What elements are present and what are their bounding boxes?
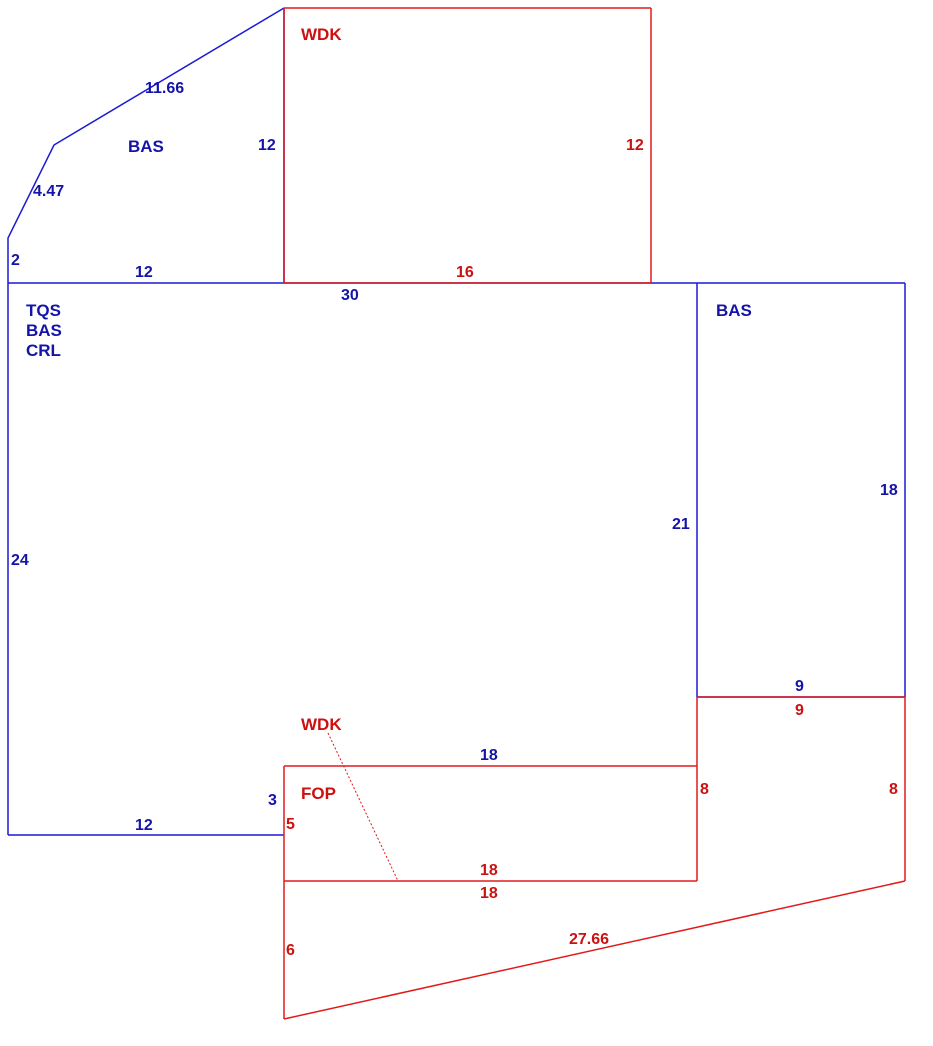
area-labels: BAS WDK TQS BAS CRL BAS WDK FOP [26,25,752,803]
main-label-3: CRL [26,341,61,360]
dim-main-bottom-mid: 18 [480,747,498,764]
main-label-2: BAS [26,321,62,340]
dim-bas-right-side: 18 [880,482,898,499]
dim-wdk-bottom-left: 6 [286,942,295,959]
dim-main-left: 24 [11,552,29,569]
fop-label: FOP [301,784,336,803]
blue-outline-group [7,7,906,836]
dim-wdk-bottom-top: 18 [480,885,498,902]
bas-top-left-outline [7,7,285,283]
dim-bas-tl-left: 2 [11,252,20,269]
dimension-labels: 11.66 4.47 2 12 12 12 16 30 24 21 18 9 9… [11,80,898,959]
dim-bas-tl-right: 12 [258,137,276,154]
dim-bas-right-bottom: 9 [795,678,804,695]
dim-wdk-top-bottom: 16 [456,264,474,281]
wdk-leader-line [327,732,399,882]
bas-top-left-label: BAS [128,137,164,156]
dim-wdk-right-right: 8 [889,781,898,798]
wdk-bottom-label: WDK [301,715,342,734]
dim-main-right: 21 [672,516,690,533]
dim-bas-tl-diag-small: 4.47 [33,183,64,200]
dim-main-notch: 3 [268,792,277,809]
dim-bas-tl-diag-top: 11.66 [145,80,184,97]
wdk-top-label: WDK [301,25,342,44]
dim-main-bottom-left: 12 [135,817,153,834]
dim-wdk-right-top: 9 [795,702,804,719]
wdk-bottom-diag-edge [283,880,906,1020]
dim-fop-left: 5 [286,816,295,833]
main-label-1: TQS [26,301,61,320]
dim-wdk-bottom-diag: 27.66 [569,931,609,948]
dim-main-top: 30 [341,287,359,304]
red-outline-group [283,7,906,1020]
dim-bas-tl-bottom: 12 [135,264,153,281]
dim-wdk-top-right: 12 [626,137,644,154]
dim-wdk-right-left: 8 [700,781,709,798]
bas-right-label: BAS [716,301,752,320]
dim-fop-bottom: 18 [480,862,498,879]
